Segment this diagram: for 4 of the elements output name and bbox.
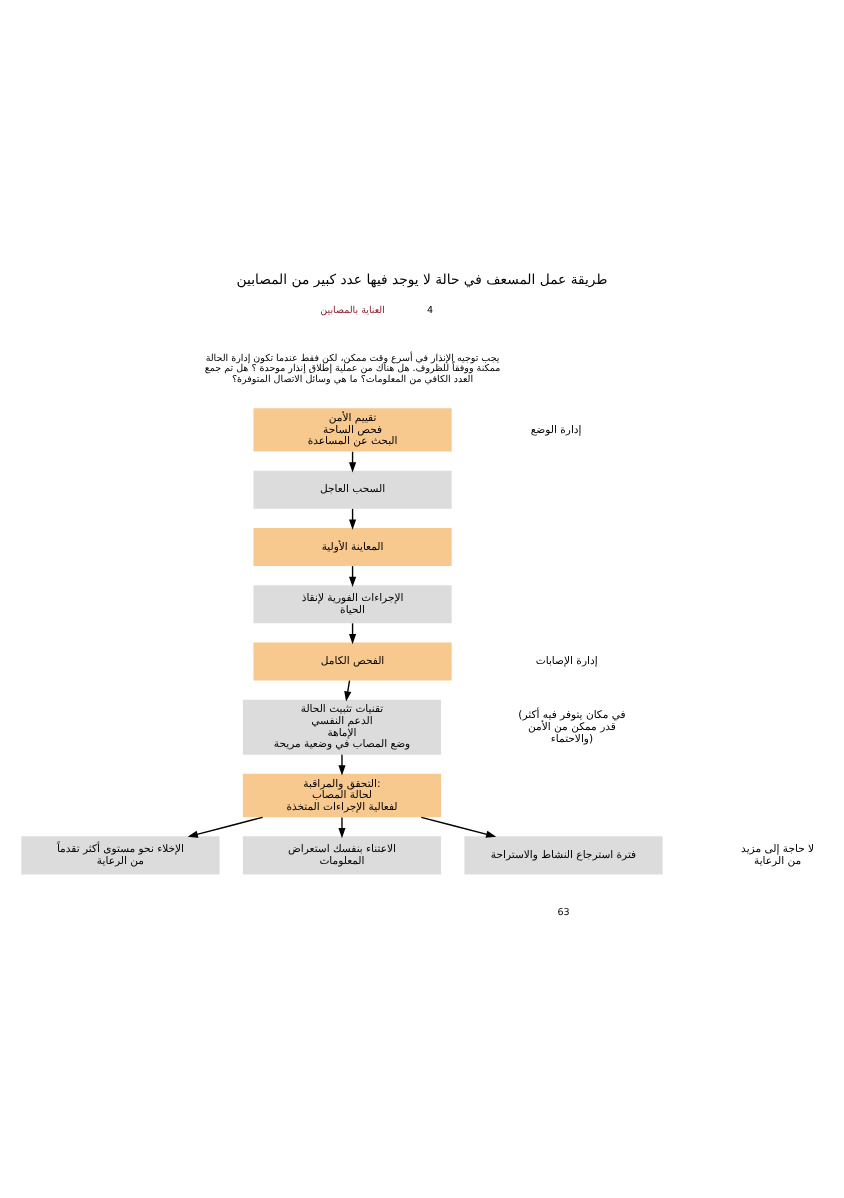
arrow [338,753,346,775]
arrow [187,815,264,837]
arrow [338,815,346,838]
arrow [420,815,497,837]
